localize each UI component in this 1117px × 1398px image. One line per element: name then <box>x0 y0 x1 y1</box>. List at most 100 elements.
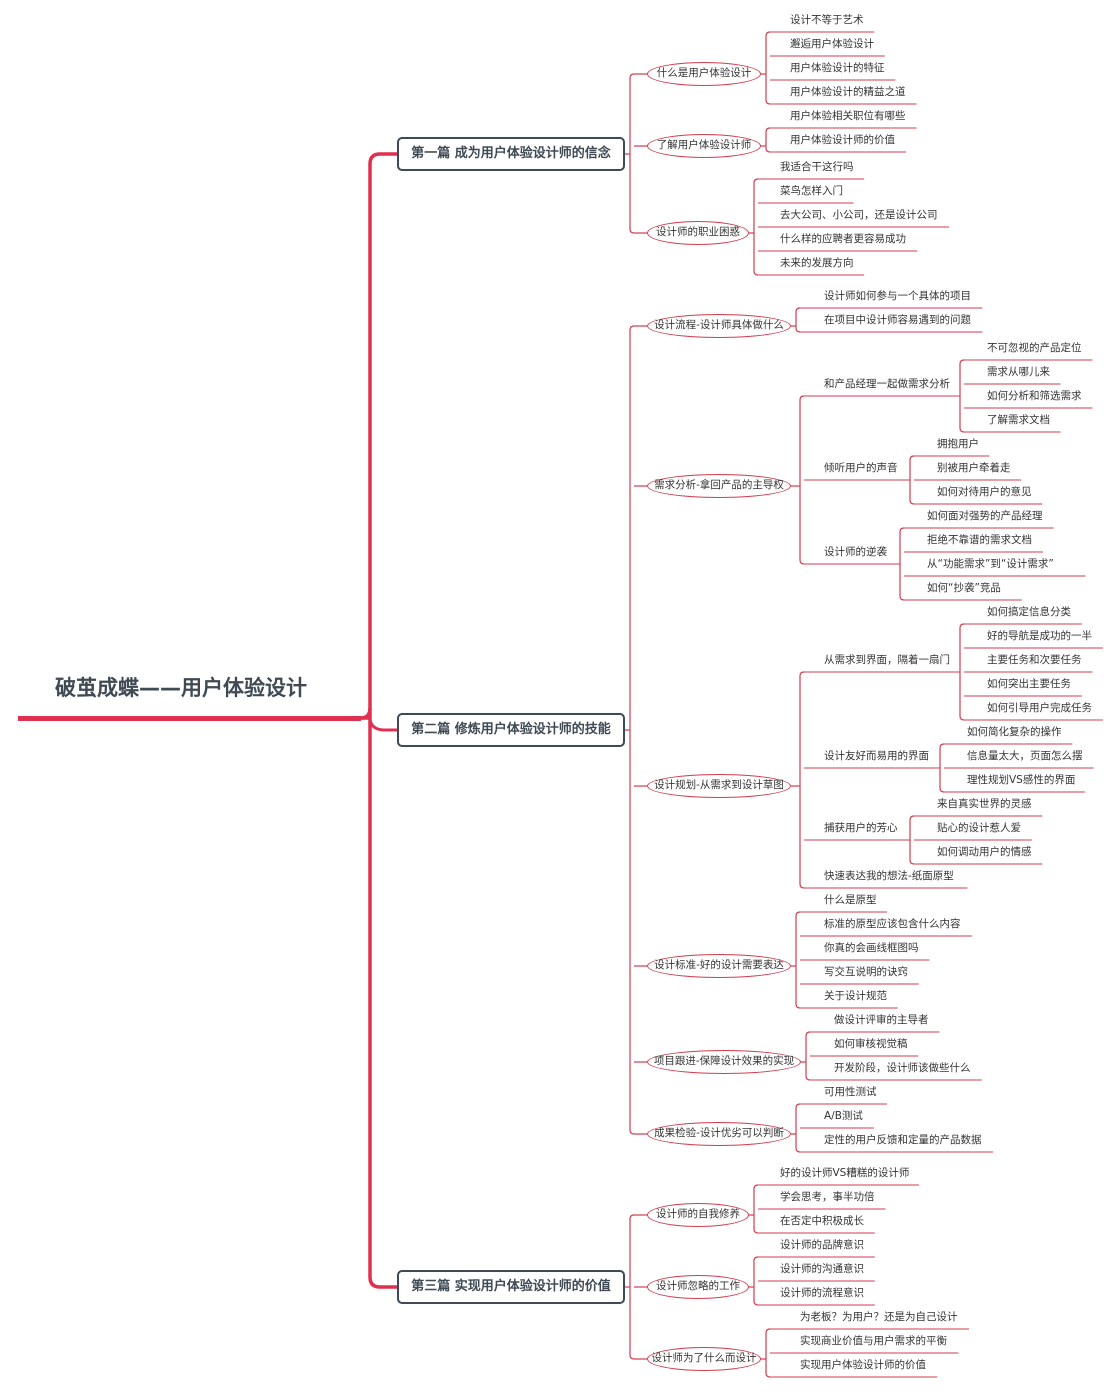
connector-line <box>959 623 965 721</box>
topic-item: 用户体验相关职位有哪些 <box>790 110 906 122</box>
topic-item: 拒绝不靠谱的需求文档 <box>927 534 1032 546</box>
connector-line <box>368 719 397 732</box>
topic-item: 理性规划VS感性的界面 <box>967 774 1076 786</box>
topic-item: 什么样的应聘者更容易成功 <box>780 233 906 245</box>
part-1-node[interactable]: 第一篇 成为用户体验设计师的信念 <box>397 137 625 171</box>
connector-line <box>909 815 915 865</box>
topic-item: 实现用户体验设计师的价值 <box>800 1359 926 1371</box>
topic-item: 菜鸟怎样入门 <box>780 185 843 197</box>
connector-line <box>368 708 397 1289</box>
section-label: 倾听用户的声音 <box>824 462 898 474</box>
topic-item: 你真的会画线框图吗 <box>824 942 919 954</box>
connector-line <box>799 671 805 889</box>
topic-item: 什么是原型 <box>824 894 877 906</box>
topic-item: 如何“抄袭”竞品 <box>927 582 1001 594</box>
chapter-node[interactable]: 设计师为了什么而设计 <box>647 1347 761 1371</box>
connector-line <box>799 395 805 565</box>
topic-item: A/B测试 <box>824 1110 863 1122</box>
connector-line <box>360 152 397 720</box>
topic-item: 未来的发展方向 <box>780 257 854 269</box>
connector-line <box>909 455 915 505</box>
connector-line <box>899 527 905 601</box>
connector-line <box>795 1103 801 1153</box>
topic-item: 来自真实世界的灵感 <box>937 798 1032 810</box>
part-2-node[interactable]: 第二篇 修炼用户体验设计师的技能 <box>397 713 625 747</box>
topic-item: 学会思考，事半功倍 <box>780 1191 875 1203</box>
connector-line <box>805 1031 811 1081</box>
connector-line <box>765 31 771 105</box>
topic-item: 从“功能需求”到“设计需求” <box>927 558 1054 570</box>
topic-item: 需求从哪儿来 <box>987 366 1050 378</box>
chapter-node[interactable]: 了解用户体验设计师 <box>647 134 761 158</box>
section-label: 从需求到界面，隔着一扇门 <box>824 654 950 666</box>
topic-item: 关于设计规范 <box>824 990 887 1002</box>
chapter-node[interactable]: 设计师的自我修养 <box>647 1203 749 1227</box>
topic-item: 为老板？为用户？还是为自己设计 <box>800 1311 958 1323</box>
topic-item: 贴心的设计惹人爱 <box>937 822 1021 834</box>
topic-item: 如何突出主要任务 <box>987 678 1071 690</box>
chapter-node[interactable]: 设计规划-从需求到设计草图 <box>647 774 791 798</box>
connector-line <box>753 1256 759 1306</box>
connector-line <box>959 359 965 433</box>
connector-line <box>765 127 771 153</box>
topic-item: 设计师的沟通意识 <box>780 1263 864 1275</box>
connector-line <box>753 1184 759 1234</box>
topic-item: 如何搞定信息分类 <box>987 606 1071 618</box>
chapter-node[interactable]: 什么是用户体验设计 <box>647 62 761 86</box>
topic-item: 用户体验设计师的价值 <box>790 134 895 146</box>
section-label: 快速表达我的想法-纸面原型 <box>824 870 954 882</box>
topic-item: 不可忽视的产品定位 <box>987 342 1082 354</box>
topic-item: 设计师的流程意识 <box>780 1287 864 1299</box>
topic-item: 设计不等于艺术 <box>790 14 864 26</box>
chapter-node[interactable]: 成果检验-设计优劣可以判断 <box>647 1122 791 1146</box>
topic-item: 实现商业价值与用户需求的平衡 <box>800 1335 947 1347</box>
connector-line <box>629 1214 635 1360</box>
topic-item: 别被用户牵着走 <box>937 462 1011 474</box>
topic-item: 在否定中积极成长 <box>780 1215 864 1227</box>
connector-line <box>753 178 759 276</box>
topic-item: 标准的原型应该包含什么内容 <box>824 918 961 930</box>
topic-item: 信息量太大，页面怎么摆 <box>967 750 1083 762</box>
chapter-node[interactable]: 项目跟进-保障设计效果的实现 <box>647 1050 801 1074</box>
topic-item: 可用性测试 <box>824 1086 877 1098</box>
section-label: 捕获用户的芳心 <box>824 822 898 834</box>
section-label: 设计友好而易用的界面 <box>824 750 929 762</box>
topic-item: 拥抱用户 <box>937 438 979 450</box>
connector-line <box>629 73 635 234</box>
topic-item: 如何分析和筛选需求 <box>987 390 1082 402</box>
connector-line <box>629 325 635 1135</box>
section-label: 和产品经理一起做需求分析 <box>824 378 950 390</box>
section-label: 设计师的逆袭 <box>824 546 887 558</box>
connector-line <box>795 911 801 1009</box>
topic-item: 了解需求文档 <box>987 414 1050 426</box>
chapter-node[interactable]: 需求分析-拿回产品的主导权 <box>647 474 791 498</box>
topic-item: 如何面对强势的产品经理 <box>927 510 1043 522</box>
topic-item: 好的导航是成功的一半 <box>987 630 1092 642</box>
connector-line <box>765 1328 771 1378</box>
topic-item: 用户体验设计的特征 <box>790 62 885 74</box>
topic-item: 如何审核视觉稿 <box>834 1038 908 1050</box>
topic-item: 如何引导用户完成任务 <box>987 702 1092 714</box>
topic-item: 在项目中设计师容易遇到的问题 <box>824 314 971 326</box>
topic-item: 定性的用户反馈和定量的产品数据 <box>824 1134 982 1146</box>
topic-item: 好的设计师VS糟糕的设计师 <box>780 1167 910 1179</box>
root-underline <box>18 716 361 721</box>
topic-item: 邂逅用户体验设计 <box>790 38 874 50</box>
topic-item: 设计师的品牌意识 <box>780 1239 864 1251</box>
topic-item: 做设计评审的主导者 <box>834 1014 929 1026</box>
topic-item: 主要任务和次要任务 <box>987 654 1082 666</box>
topic-item: 如何调动用户的情感 <box>937 846 1032 858</box>
chapter-node[interactable]: 设计流程-设计师具体做什么 <box>647 314 791 338</box>
chapter-node[interactable]: 设计师忽略的工作 <box>647 1275 749 1299</box>
topic-item: 写交互说明的诀窍 <box>824 966 908 978</box>
connector-line <box>939 743 945 793</box>
topic-item: 去大公司、小公司，还是设计公司 <box>780 209 938 221</box>
root-title: 破茧成蝶——用户体验设计 <box>55 676 307 700</box>
connector-line <box>795 307 801 333</box>
topic-item: 用户体验设计的精益之道 <box>790 86 906 98</box>
part-3-node[interactable]: 第三篇 实现用户体验设计师的价值 <box>397 1270 625 1304</box>
chapter-node[interactable]: 设计标准-好的设计需要表达 <box>647 954 791 978</box>
chapter-node[interactable]: 设计师的职业困惑 <box>647 221 749 245</box>
topic-item: 开发阶段，设计师该做些什么 <box>834 1062 971 1074</box>
